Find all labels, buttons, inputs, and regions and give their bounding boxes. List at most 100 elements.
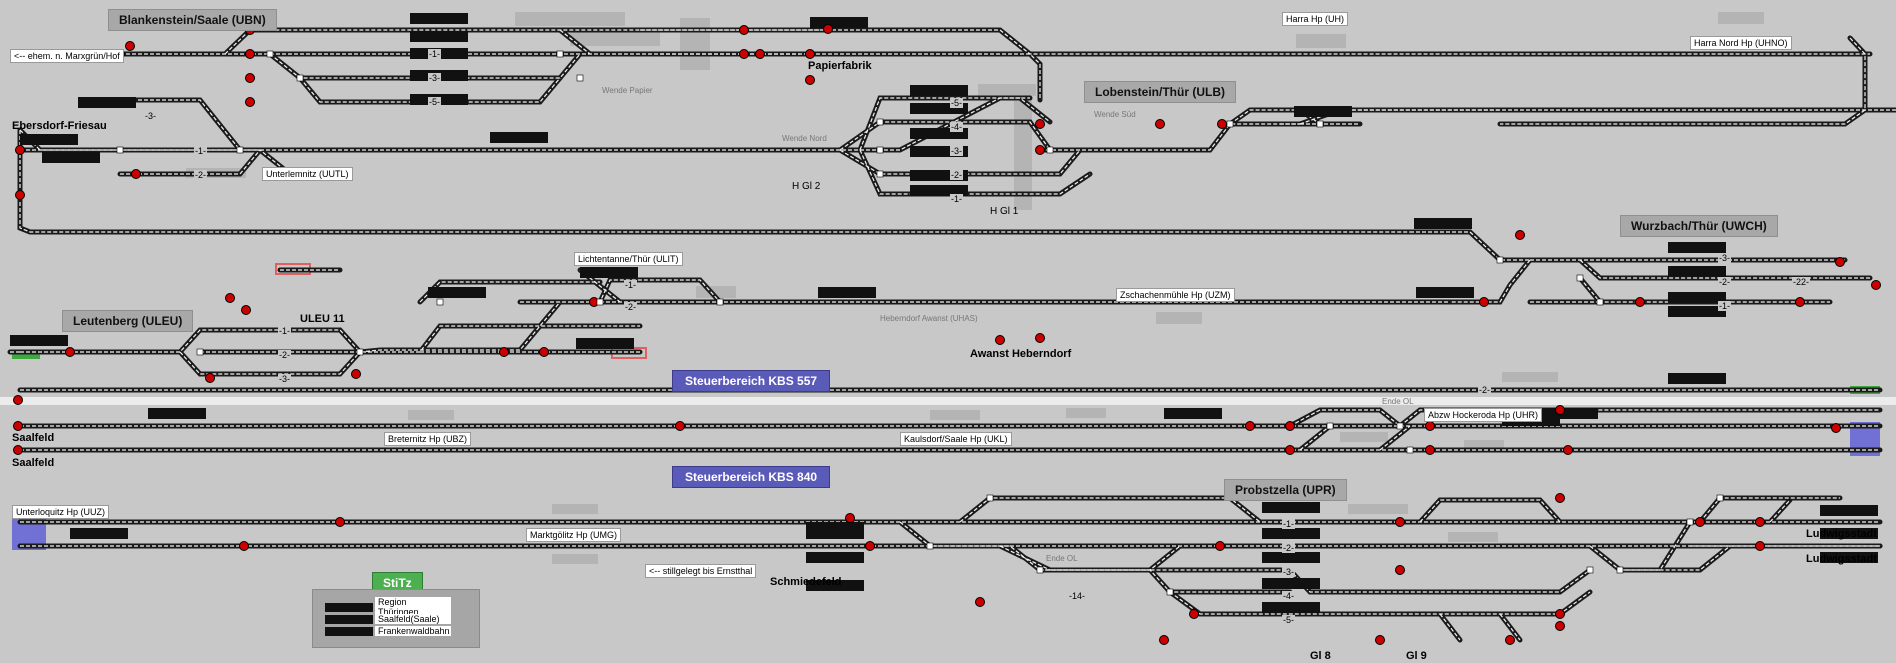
- switch-point[interactable]: [1716, 494, 1724, 502]
- signal-red[interactable]: [1831, 423, 1841, 433]
- signal-red[interactable]: [805, 75, 815, 85]
- signal-red[interactable]: [1695, 517, 1705, 527]
- signal-red[interactable]: [739, 25, 749, 35]
- signal-red[interactable]: [1555, 493, 1565, 503]
- signal-red[interactable]: [1395, 517, 1405, 527]
- signal-red[interactable]: [805, 49, 815, 59]
- signal-red[interactable]: [1555, 405, 1565, 415]
- signal-red[interactable]: [1217, 119, 1227, 129]
- signal-red[interactable]: [1189, 609, 1199, 619]
- signal-red[interactable]: [1285, 445, 1295, 455]
- area-kbs557[interactable]: Steuerbereich KBS 557: [672, 370, 831, 392]
- switch-point[interactable]: [1326, 422, 1334, 430]
- switch-point[interactable]: [1226, 120, 1234, 128]
- signal-red[interactable]: [239, 541, 249, 551]
- signal-red[interactable]: [1755, 541, 1765, 551]
- signal-red[interactable]: [131, 169, 141, 179]
- switch-point[interactable]: [236, 146, 244, 154]
- signal-red[interactable]: [15, 190, 25, 200]
- signal-red[interactable]: [13, 421, 23, 431]
- signal-red[interactable]: [245, 73, 255, 83]
- signal-red[interactable]: [739, 49, 749, 59]
- signal-red[interactable]: [205, 373, 215, 383]
- switch-point[interactable]: [1166, 588, 1174, 596]
- signal-red[interactable]: [995, 335, 1005, 345]
- station-blankenstein[interactable]: Blankenstein/Saale (UBN): [108, 9, 277, 31]
- signal-red[interactable]: [1035, 333, 1045, 343]
- switch-point[interactable]: [1586, 566, 1594, 574]
- switch-point[interactable]: [926, 542, 934, 550]
- signal-red[interactable]: [1035, 119, 1045, 129]
- signal-red[interactable]: [865, 541, 875, 551]
- signal-red[interactable]: [1285, 421, 1295, 431]
- switch-point[interactable]: [1406, 446, 1414, 454]
- switch-point[interactable]: [1396, 422, 1404, 430]
- signal-red[interactable]: [13, 395, 23, 405]
- signal-red[interactable]: [845, 513, 855, 523]
- area-kbs840[interactable]: Steuerbereich KBS 840: [672, 466, 831, 488]
- stitz-button[interactable]: StiTz: [372, 572, 423, 594]
- signal-red[interactable]: [1155, 119, 1165, 129]
- signal-red[interactable]: [1479, 297, 1489, 307]
- switch-point[interactable]: [356, 348, 364, 356]
- switch-point[interactable]: [876, 118, 884, 126]
- signal-red[interactable]: [823, 24, 833, 34]
- signal-red[interactable]: [65, 347, 75, 357]
- signal-red[interactable]: [539, 347, 549, 357]
- switch-point[interactable]: [596, 298, 604, 306]
- signal-red[interactable]: [1871, 280, 1881, 290]
- signal-red[interactable]: [1375, 635, 1385, 645]
- signal-red[interactable]: [1835, 257, 1845, 267]
- switch-point[interactable]: [716, 298, 724, 306]
- switch-point[interactable]: [196, 348, 204, 356]
- signal-red[interactable]: [1425, 445, 1435, 455]
- switch-point[interactable]: [296, 74, 304, 82]
- signal-red[interactable]: [1159, 635, 1169, 645]
- signal-red[interactable]: [15, 145, 25, 155]
- signal-red[interactable]: [1555, 609, 1565, 619]
- switch-point[interactable]: [1596, 298, 1604, 306]
- switch-point[interactable]: [1036, 566, 1044, 574]
- signal-red[interactable]: [245, 49, 255, 59]
- switch-point[interactable]: [1686, 518, 1694, 526]
- signal-red[interactable]: [351, 369, 361, 379]
- station-probstzella[interactable]: Probstzella (UPR): [1224, 479, 1347, 501]
- switch-point[interactable]: [1496, 256, 1504, 264]
- switch-point[interactable]: [1616, 566, 1624, 574]
- station-leutenberg[interactable]: Leutenberg (ULEU): [62, 310, 194, 332]
- switch-point[interactable]: [266, 50, 274, 58]
- signal-red[interactable]: [335, 517, 345, 527]
- signal-red[interactable]: [13, 445, 23, 455]
- switch-point[interactable]: [556, 50, 564, 58]
- signal-red[interactable]: [499, 347, 509, 357]
- signal-red[interactable]: [755, 49, 765, 59]
- signal-red[interactable]: [1635, 297, 1645, 307]
- switch-point[interactable]: [876, 170, 884, 178]
- signal-red[interactable]: [975, 597, 985, 607]
- signal-red[interactable]: [1515, 230, 1525, 240]
- switch-point[interactable]: [116, 146, 124, 154]
- signal-red[interactable]: [1755, 517, 1765, 527]
- signal-red[interactable]: [1795, 297, 1805, 307]
- signal-red[interactable]: [1425, 421, 1435, 431]
- signal-red[interactable]: [1245, 421, 1255, 431]
- switch-point[interactable]: [576, 74, 584, 82]
- signal-red[interactable]: [1035, 145, 1045, 155]
- switch-point[interactable]: [876, 146, 884, 154]
- station-wurzbach[interactable]: Wurzbach/Thür (UWCH): [1620, 215, 1778, 237]
- signal-red[interactable]: [241, 305, 251, 315]
- signal-red[interactable]: [675, 421, 685, 431]
- signal-red[interactable]: [245, 97, 255, 107]
- switch-point[interactable]: [436, 298, 444, 306]
- switch-point[interactable]: [1046, 146, 1054, 154]
- switch-point[interactable]: [1576, 274, 1584, 282]
- signal-red[interactable]: [1395, 565, 1405, 575]
- signal-red[interactable]: [1563, 445, 1573, 455]
- signal-red[interactable]: [1215, 541, 1225, 551]
- switch-point[interactable]: [986, 494, 994, 502]
- switch-point[interactable]: [1316, 120, 1324, 128]
- signal-red[interactable]: [225, 293, 235, 303]
- signal-red[interactable]: [1505, 635, 1515, 645]
- signal-red[interactable]: [125, 41, 135, 51]
- station-lobenstein[interactable]: Lobenstein/Thür (ULB): [1084, 81, 1236, 103]
